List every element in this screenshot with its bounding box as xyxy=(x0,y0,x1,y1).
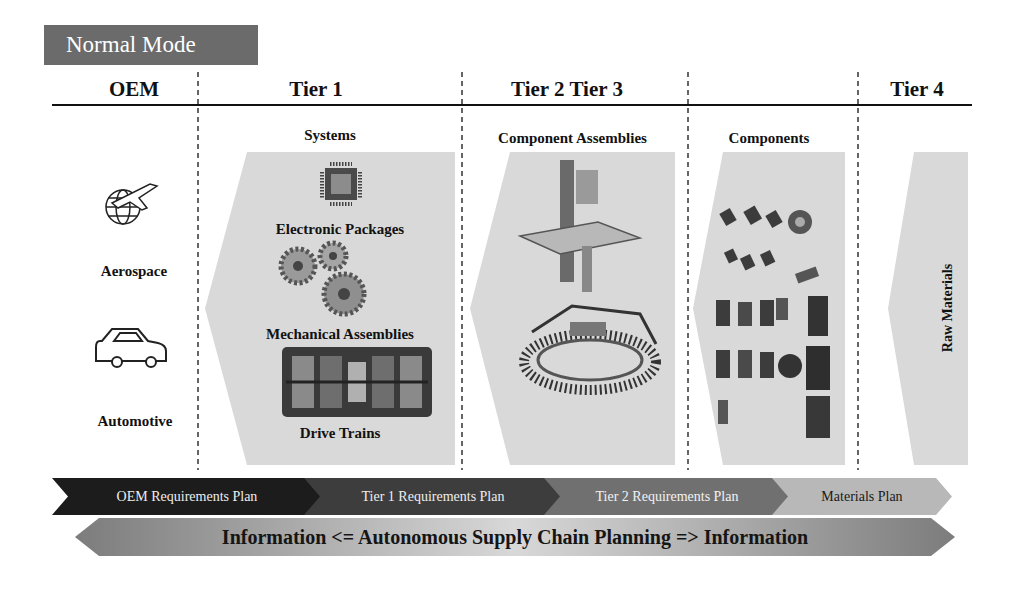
item-label: Drive Trains xyxy=(225,423,455,443)
component-picture xyxy=(718,400,728,424)
industry-label: Aerospace xyxy=(64,261,204,281)
plan-arrow-shape xyxy=(544,478,790,515)
panel-heading: Systems xyxy=(205,125,455,145)
aerospace-icon xyxy=(106,184,157,224)
tier-divider xyxy=(857,72,859,470)
assembly-picture xyxy=(576,170,598,204)
component-picture xyxy=(760,352,774,378)
tier-panel-outline xyxy=(205,152,455,465)
tier-divider xyxy=(197,72,199,470)
tier-panel-shape xyxy=(693,152,845,465)
plan-arrow-shape xyxy=(772,478,952,515)
drive-train-picture xyxy=(282,347,432,417)
tier-header: Tier 2 Tier 3 xyxy=(467,77,667,101)
chip-picture xyxy=(325,168,357,200)
plan-label: OEM Requirements Plan xyxy=(68,478,306,515)
drive-train-picture xyxy=(286,381,428,384)
gear-picture xyxy=(281,249,315,283)
header-rule xyxy=(52,104,972,106)
tier-panel: Components xyxy=(693,118,845,465)
component-picture xyxy=(788,210,812,234)
planning-bar-shape xyxy=(75,518,955,556)
assembly-picture xyxy=(582,246,592,292)
automotive-icon xyxy=(96,329,166,367)
panel-label: Raw Materials xyxy=(938,208,958,408)
tier-panel-outline xyxy=(888,152,968,465)
tier-panel: Component Assemblies xyxy=(470,118,675,465)
gear-picture xyxy=(324,274,364,314)
tier-divider xyxy=(198,72,858,470)
automotive-icon xyxy=(112,357,122,367)
tier-panel-shape xyxy=(205,152,455,465)
item-label: Mechanical Assemblies xyxy=(225,324,455,344)
tier-panel-outline xyxy=(470,152,675,465)
aerospace-icon xyxy=(112,184,157,210)
gear-picture xyxy=(293,261,303,271)
component-picture xyxy=(806,346,830,390)
aerospace-icon xyxy=(106,206,140,208)
plan-arrow: Tier 1 Requirements Plan xyxy=(304,478,562,515)
component-picture xyxy=(760,300,774,326)
gear-picture xyxy=(320,243,346,269)
tier-panel-outline xyxy=(693,152,845,465)
plan-arrow: OEM Requirements Plan xyxy=(52,478,322,515)
component-picture xyxy=(806,396,830,438)
plan-arrow: Tier 2 Requirements Plan xyxy=(544,478,790,515)
plan-label: Tier 2 Requirements Plan xyxy=(560,478,774,515)
component-picture xyxy=(738,302,752,326)
component-picture xyxy=(776,298,788,320)
assembly-picture xyxy=(570,322,606,336)
chip-picture xyxy=(322,164,360,204)
gear-picture xyxy=(329,252,337,260)
component-picture xyxy=(716,350,730,378)
panel-heading: Components xyxy=(693,128,845,148)
component-picture xyxy=(808,296,828,336)
header-rule xyxy=(52,105,972,106)
tier-header: Tier 4 xyxy=(862,77,972,101)
plan-arrow: Materials Plan xyxy=(772,478,952,515)
automotive-icon xyxy=(146,357,156,367)
item-label: Electronic Packages xyxy=(225,219,455,239)
industry-label: Automotive xyxy=(65,411,205,431)
plan-label: Tier 1 Requirements Plan xyxy=(320,478,546,515)
planning-bar: Information <= Autonomous Supply Chain P… xyxy=(75,518,955,556)
chip-picture xyxy=(322,164,360,204)
tier-panel: SystemsElectronic PackagesMechanical Ass… xyxy=(205,118,455,465)
component-picture xyxy=(738,350,752,378)
plan-arrow-shape xyxy=(52,478,322,515)
component-picture xyxy=(716,300,730,326)
tier-panel-shape xyxy=(888,152,968,465)
plan-arrow-shape xyxy=(304,478,562,515)
component-picture xyxy=(795,217,805,227)
automotive-icon xyxy=(114,333,142,341)
automotive-icon xyxy=(96,329,166,361)
tier-header: OEM xyxy=(54,77,214,101)
tier-divider xyxy=(461,72,463,470)
panel-heading: Component Assemblies xyxy=(470,128,675,148)
tier-panel-shape xyxy=(470,152,675,465)
tier-divider xyxy=(687,72,689,470)
tier-header: Tier 1 xyxy=(216,77,416,101)
gear-picture xyxy=(338,288,350,300)
component-picture xyxy=(778,354,802,378)
plan-label: Materials Plan xyxy=(788,478,936,515)
mode-title: Normal Mode xyxy=(44,25,258,65)
chip-picture xyxy=(331,174,351,194)
drive-train-picture xyxy=(282,347,432,417)
bar-label: Information <= Autonomous Supply Chain P… xyxy=(99,518,931,556)
tier-panel: Raw Materials xyxy=(888,118,968,465)
assembly-picture xyxy=(560,160,574,282)
